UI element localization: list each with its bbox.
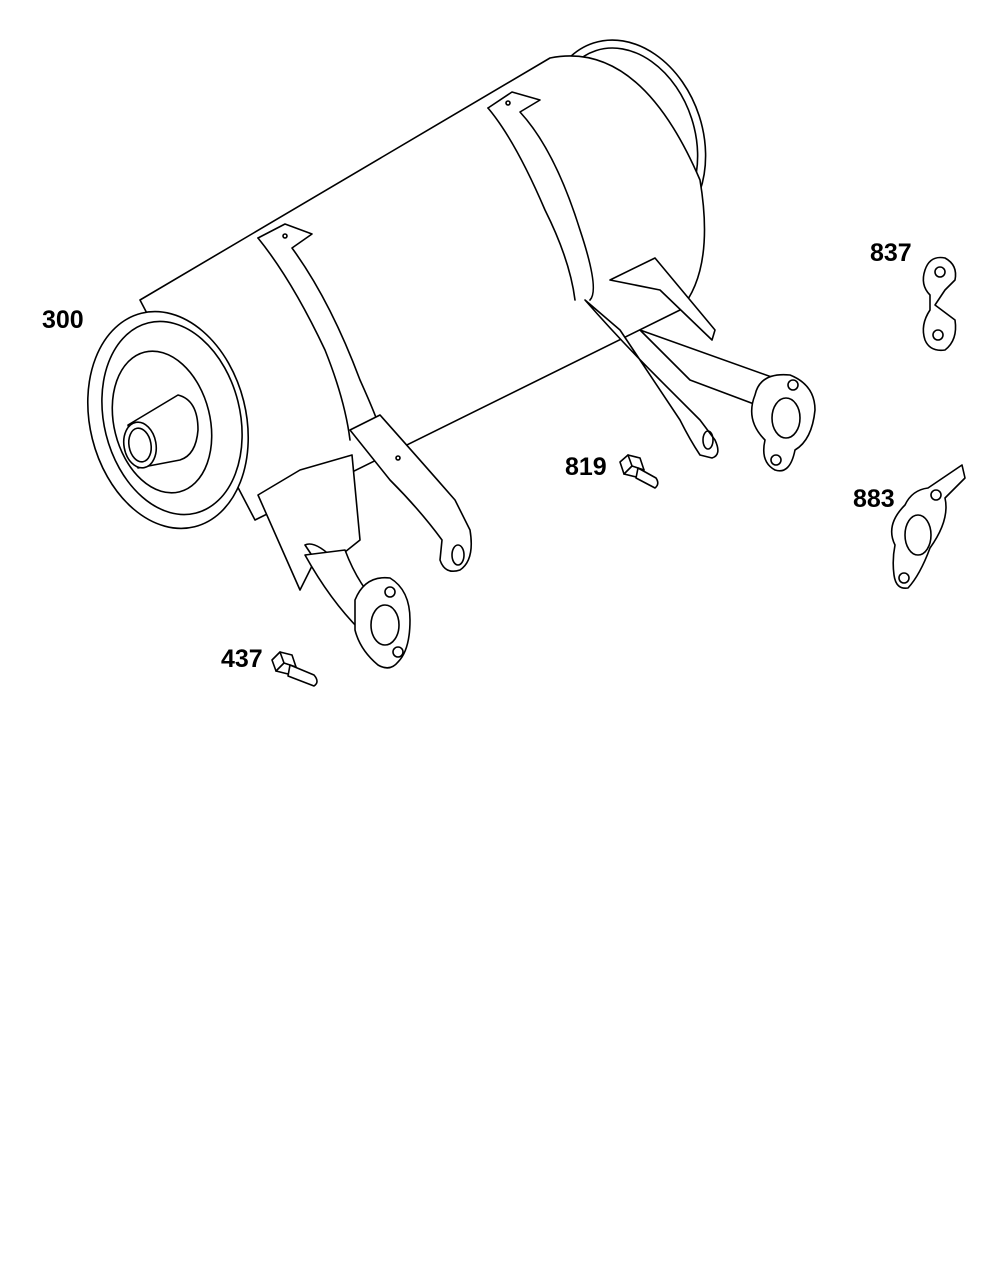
gasket-icon[interactable] xyxy=(890,464,966,590)
callout-883: 883 xyxy=(853,485,895,513)
callout-837: 837 xyxy=(870,239,912,267)
screw-icon[interactable] xyxy=(619,454,659,489)
lock-plate-icon[interactable] xyxy=(922,256,957,352)
callout-819: 819 xyxy=(565,453,607,481)
callout-437: 437 xyxy=(221,645,263,673)
muffler-icon[interactable] xyxy=(66,19,816,669)
callout-300: 300 xyxy=(42,306,84,334)
screw-icon[interactable] xyxy=(271,651,318,687)
